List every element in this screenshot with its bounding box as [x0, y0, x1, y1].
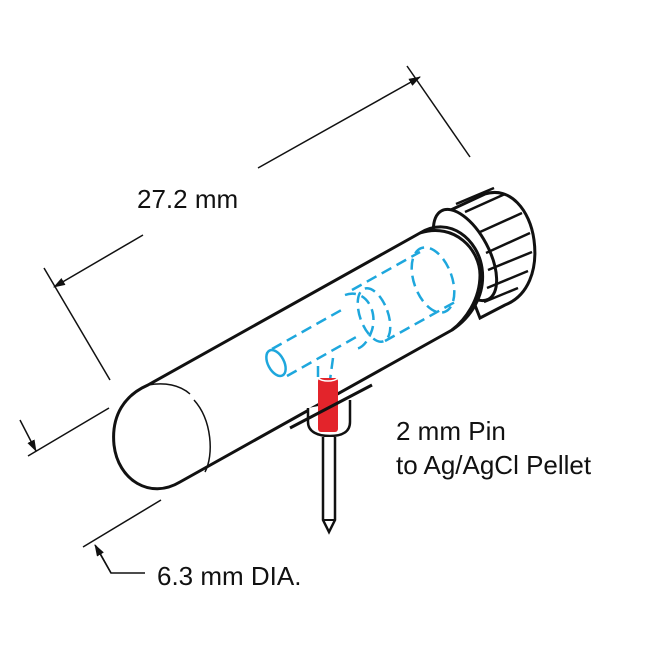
- electrode-body: [112, 225, 485, 491]
- upper-diameter-arrow: [19, 419, 37, 452]
- length-dimension: [43, 65, 471, 381]
- pin-label: 2 mm Pin to Ag/AgCl Pellet: [396, 414, 591, 482]
- pin-shaft: [321, 437, 337, 535]
- left-extension-line: [43, 267, 111, 381]
- tip-arc-top: [147, 383, 191, 395]
- pin-label-line2: to Ag/AgCl Pellet: [396, 450, 592, 480]
- lower-diameter-extension: [82, 499, 162, 548]
- lower-diameter-arrow: [94, 544, 112, 574]
- connector-pin: [289, 377, 373, 535]
- length-label: 27.2 mm: [137, 184, 239, 214]
- pin-label-line1: 2 mm Pin: [396, 416, 506, 446]
- knurl-lines: [455, 186, 533, 304]
- upper-diameter-extension: [27, 407, 110, 457]
- diameter-label: 6.3 mm DIA.: [157, 561, 302, 591]
- dimension-arrow-left: [53, 234, 144, 288]
- tip-arc-side: [193, 399, 211, 473]
- diameter-dimension: [19, 407, 162, 574]
- internal-pellet-hidden-lines: [265, 246, 456, 382]
- dimension-arrow-right: [257, 76, 421, 169]
- pin-red-section: [318, 378, 338, 432]
